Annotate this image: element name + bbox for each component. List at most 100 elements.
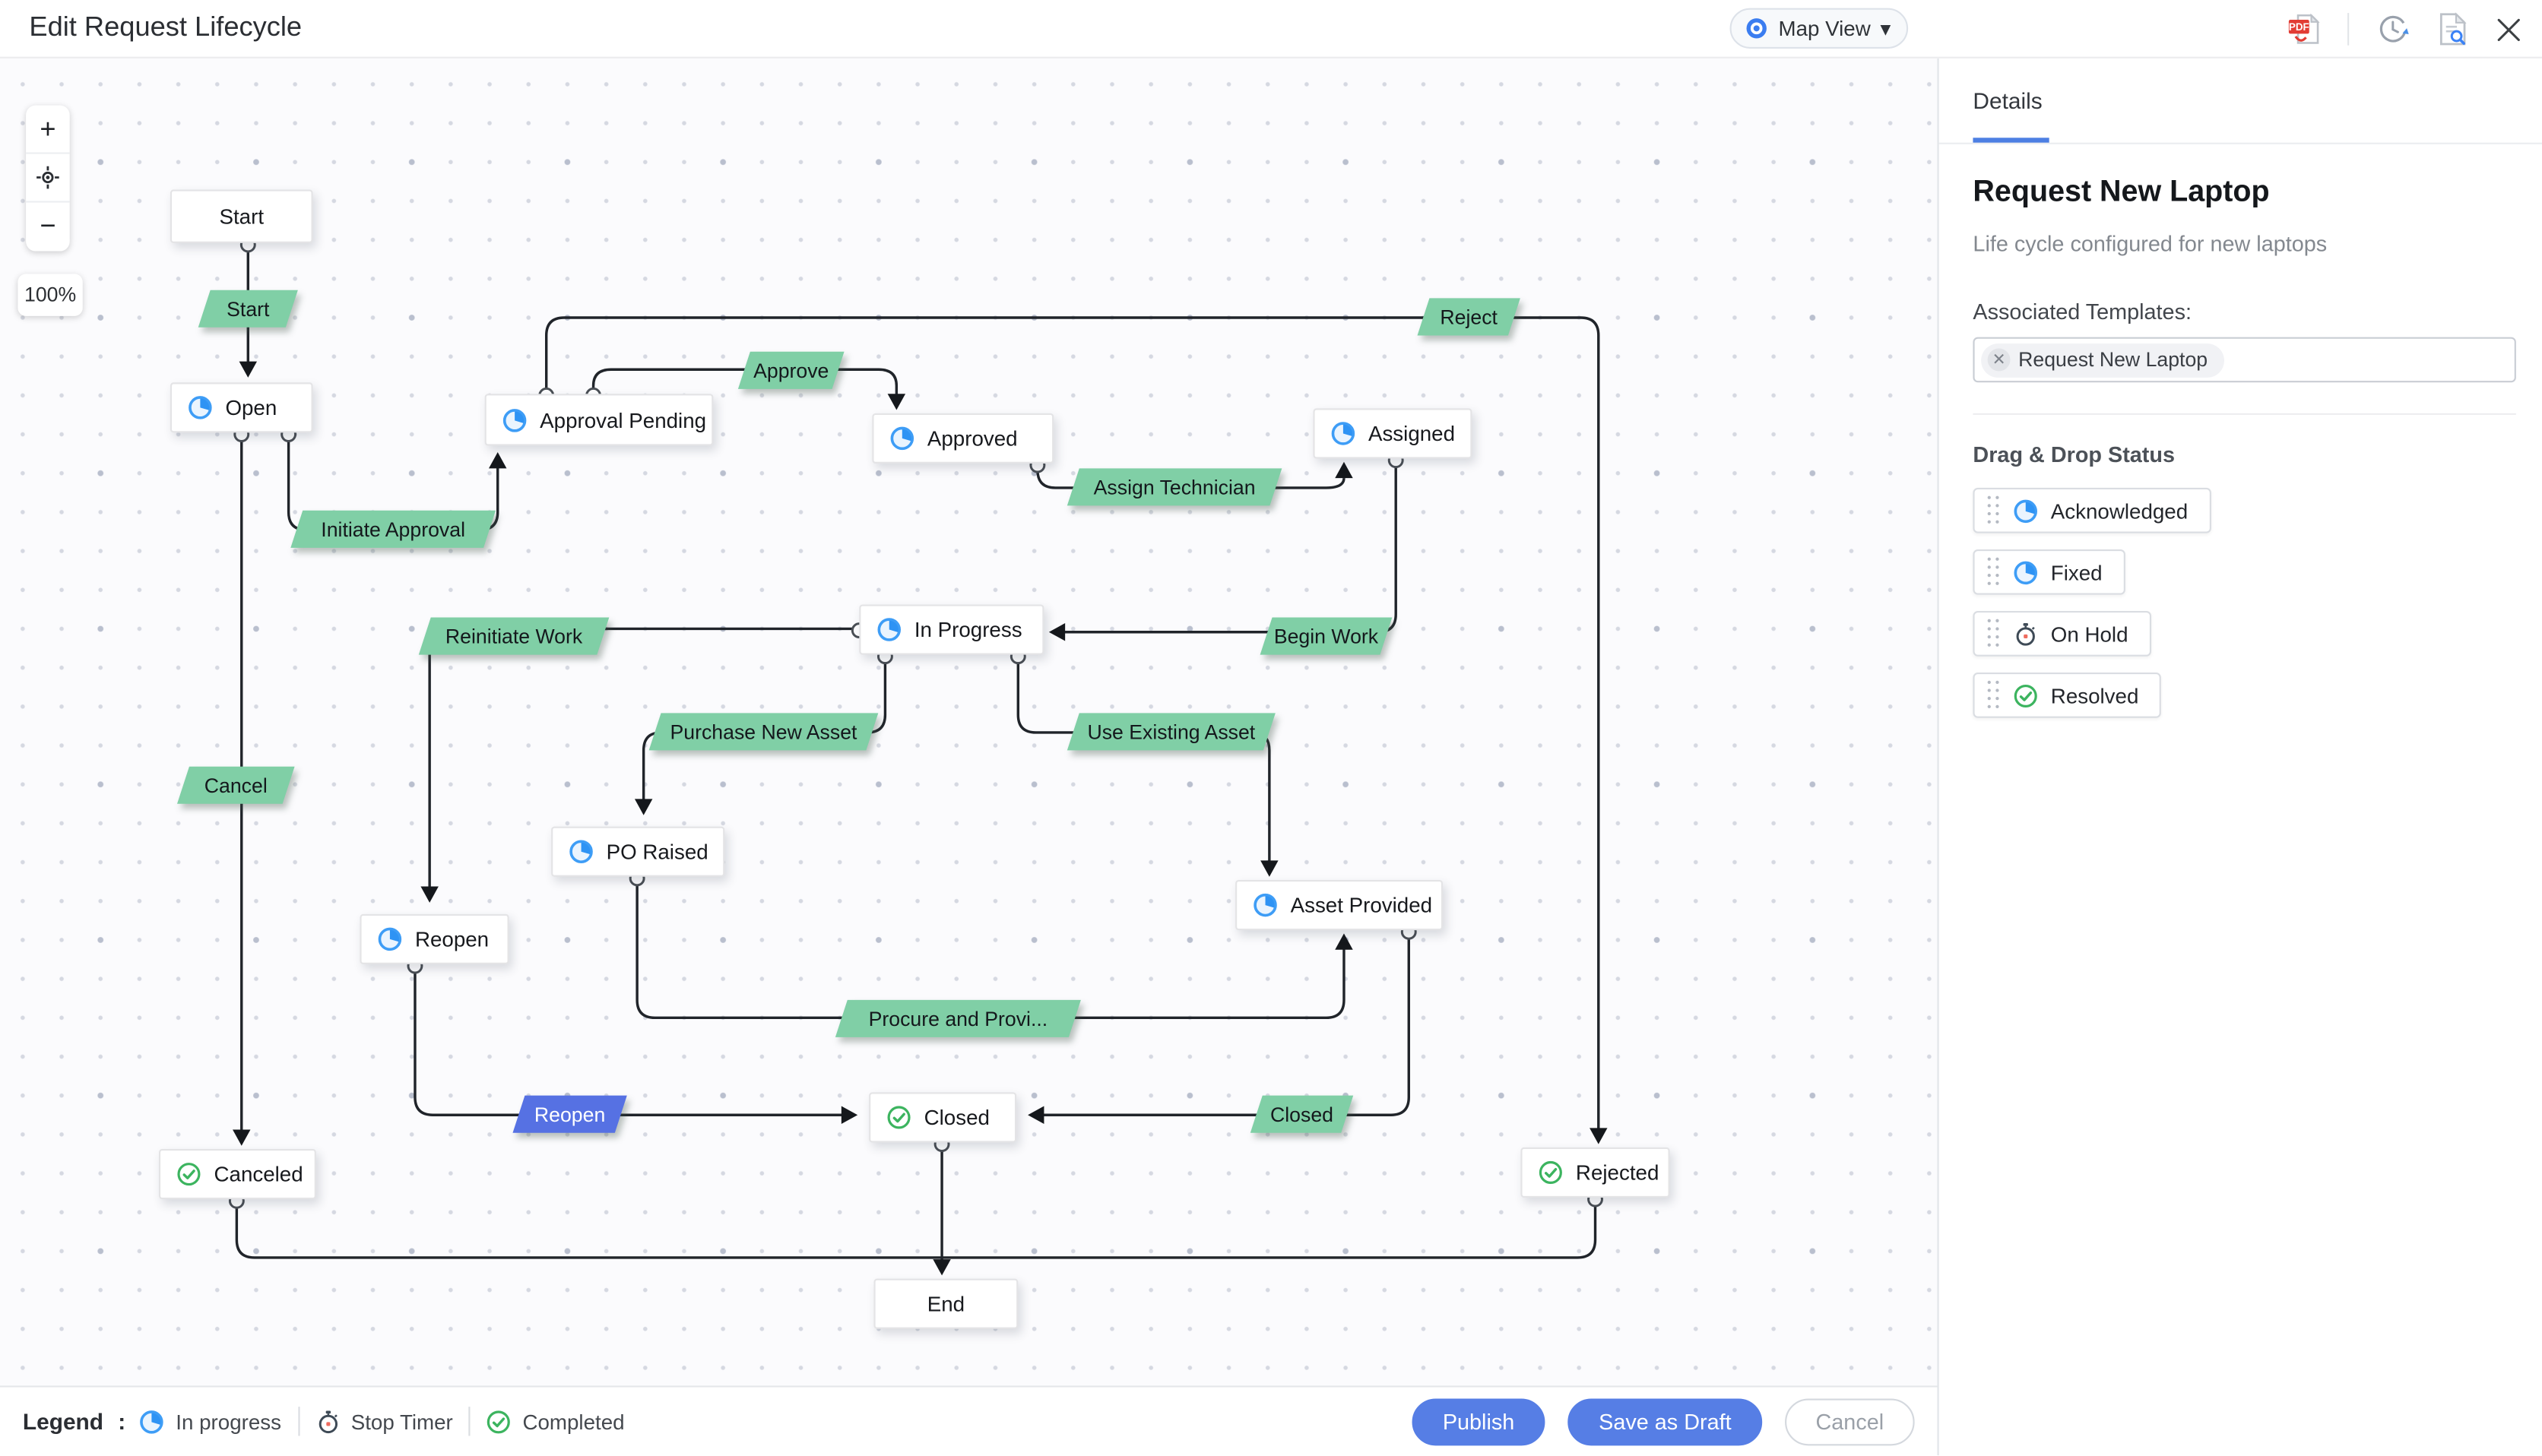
in-progress-icon	[378, 927, 402, 951]
arrowhead-icon	[420, 886, 439, 903]
in-progress-icon	[569, 840, 594, 864]
transition-label-purchase-new-asset[interactable]: Purchase New Asset	[648, 713, 879, 751]
transition-label-text: Purchase New Asset	[670, 720, 857, 743]
legend-title: Legend	[22, 1408, 104, 1435]
legend-item: Stop Timer	[315, 1409, 453, 1433]
templates-input[interactable]: ✕ Request New Laptop	[1973, 337, 2516, 383]
status-item-fixed[interactable]: Fixed	[1973, 549, 2125, 595]
transition-label-cancel[interactable]: Cancel	[177, 766, 295, 804]
status-node-po-raised[interactable]: PO Raised	[551, 826, 725, 877]
transition-label-start[interactable]: Start	[198, 290, 298, 328]
details-panel: Details Request New Laptop Life cycle co…	[1937, 58, 2542, 1456]
completed-icon	[1539, 1160, 1563, 1185]
zoom-out-button[interactable]: −	[40, 210, 56, 242]
stop-timer-icon	[2014, 622, 2038, 646]
transition-label-approve[interactable]: Approve	[737, 351, 845, 389]
save-as-draft-button[interactable]: Save as Draft	[1567, 1397, 1763, 1445]
in-progress-icon	[140, 1409, 164, 1433]
template-chip: ✕ Request New Laptop	[1981, 343, 2224, 377]
transition-label-text: Reopen	[534, 1103, 606, 1126]
drag-handle-icon[interactable]	[1987, 557, 2001, 587]
history-icon[interactable]	[2375, 11, 2410, 47]
transition-label-text: Begin Work	[1273, 625, 1379, 647]
fit-view-button[interactable]	[26, 154, 70, 203]
transition-edge	[414, 964, 848, 1116]
node-label: PO Raised	[606, 839, 708, 864]
transition-label-begin-work[interactable]: Begin Work	[1260, 617, 1393, 655]
publish-button[interactable]: Publish	[1412, 1397, 1545, 1445]
drag-handle-icon[interactable]	[1987, 680, 2001, 710]
transition-label-text: Reject	[1440, 305, 1498, 328]
status-node-start[interactable]: Start	[170, 189, 313, 243]
preview-icon[interactable]	[2436, 11, 2469, 47]
arrowhead-icon	[1028, 1106, 1044, 1124]
pdf-export-icon[interactable]: PDF	[2287, 11, 2322, 47]
transition-label-text: Closed	[1269, 1103, 1334, 1126]
transition-label-text: Use Existing Asset	[1087, 720, 1256, 743]
header: Edit Request Lifecycle Map View ▾ PDF	[0, 0, 2542, 59]
crosshair-icon	[36, 166, 59, 189]
legend-item-label: In progress	[176, 1409, 282, 1434]
zoom-level: 100%	[17, 274, 83, 316]
tab-active-underline	[1973, 138, 2049, 143]
legend-colon: :	[118, 1408, 126, 1435]
transition-label-closed[interactable]: Closed	[1250, 1095, 1354, 1133]
map-view-dropdown[interactable]: Map View ▾	[1729, 8, 1909, 49]
cancel-button[interactable]: Cancel	[1784, 1397, 1915, 1445]
transition-label-initiate-approval[interactable]: Initiate Approval	[290, 510, 496, 548]
arrowhead-icon	[233, 1129, 251, 1146]
transition-label-reinitiate-work[interactable]: Reinitiate Work	[418, 617, 610, 655]
transition-label-reopen[interactable]: Reopen	[512, 1095, 627, 1133]
status-node-closed[interactable]: Closed	[869, 1092, 1017, 1143]
associated-templates-label: Associated Templates:	[1973, 299, 2192, 324]
transition-label-use-existing-asset[interactable]: Use Existing Asset	[1067, 713, 1276, 751]
status-node-approved[interactable]: Approved	[872, 413, 1054, 464]
status-node-reopen[interactable]: Reopen	[360, 913, 509, 964]
in-progress-icon	[1254, 893, 1278, 917]
transition-label-text: Assign Technician	[1093, 475, 1256, 499]
transition-label-reject[interactable]: Reject	[1417, 298, 1520, 336]
completed-icon	[887, 1105, 911, 1129]
zoom-in-button[interactable]: +	[26, 106, 70, 154]
in-progress-icon	[1331, 421, 1355, 445]
completed-icon	[2014, 683, 2038, 707]
transition-label-text: Approve	[753, 359, 829, 382]
drag-handle-icon[interactable]	[1987, 619, 2001, 648]
arrowhead-icon	[1260, 860, 1279, 877]
tab-details[interactable]: Details	[1973, 87, 2043, 114]
chip-remove-icon[interactable]: ✕	[1987, 348, 2011, 372]
lifecycle-subtitle: Life cycle configured for new laptops	[1973, 231, 2328, 256]
node-label: Canceled	[214, 1162, 303, 1187]
status-item-on-hold[interactable]: On Hold	[1973, 611, 2151, 657]
status-node-canceled[interactable]: Canceled	[158, 1149, 316, 1200]
node-label: End	[927, 1291, 965, 1316]
transition-label-text: Cancel	[204, 774, 268, 797]
status-item-label: Resolved	[2050, 682, 2139, 707]
legend-separator	[297, 1407, 300, 1436]
node-label: Rejected	[1575, 1160, 1659, 1185]
status-node-open[interactable]: Open	[170, 382, 313, 433]
status-node-in-progress[interactable]: In Progress	[859, 604, 1044, 655]
transition-label-assign-technician[interactable]: Assign Technician	[1067, 468, 1282, 506]
node-label: In Progress	[914, 617, 1022, 642]
status-node-rejected[interactable]: Rejected	[1520, 1147, 1670, 1198]
close-icon[interactable]	[2495, 15, 2522, 43]
status-node-end[interactable]: End	[873, 1278, 1019, 1329]
transition-label-procure-provision[interactable]: Procure and Provi...	[835, 999, 1081, 1037]
status-node-asset-provided[interactable]: Asset Provided	[1235, 880, 1444, 931]
arrowhead-icon	[239, 361, 258, 378]
in-progress-icon	[890, 426, 914, 451]
status-item-resolved[interactable]: Resolved	[1973, 673, 2162, 718]
arrowhead-icon	[1590, 1128, 1608, 1144]
legend-item: In progress	[140, 1409, 281, 1433]
status-node-approval-pending[interactable]: Approval Pending	[484, 394, 714, 446]
status-node-assigned[interactable]: Assigned	[1313, 408, 1472, 459]
drag-handle-icon[interactable]	[1987, 495, 2001, 525]
status-item-acknowledged[interactable]: Acknowledged	[1973, 487, 2211, 533]
node-label: Assigned	[1368, 421, 1456, 446]
